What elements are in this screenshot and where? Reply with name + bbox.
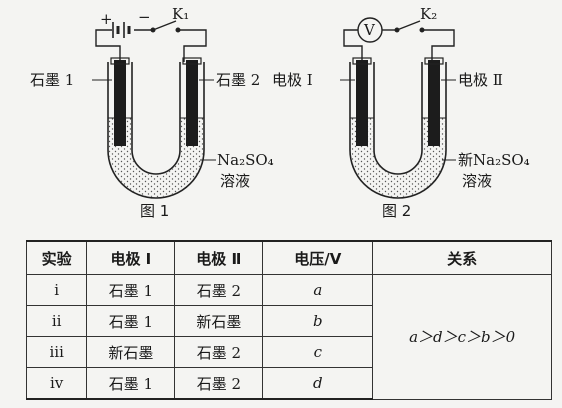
switch-k2-icon [394, 20, 425, 33]
solution-label-2a: 新Na₂SO₄ [458, 151, 530, 169]
cell-electrode-i: 石墨 1 [86, 274, 176, 306]
cell-voltage: d [262, 367, 374, 400]
switch-k1-icon [150, 20, 181, 33]
solution-label-1a: Na₂SO₄ [217, 151, 274, 169]
switch-k1-label: K₁ [172, 5, 189, 23]
graphite-electrode-1 [114, 60, 126, 146]
header-experiment: 实验 [25, 240, 88, 275]
relation-cell: a＞d＞c＞b＞0 [372, 274, 552, 400]
row-number: ⅲ [25, 336, 88, 368]
header-electrode-ii: 电极 Ⅱ [174, 240, 264, 275]
u-tube-1 [107, 62, 205, 199]
u-tube-2 [349, 62, 447, 199]
figure-1-caption: 图 1 [140, 202, 169, 220]
cell-electrode-i: 石墨 1 [86, 367, 176, 400]
table-header-row: 实验 电极 Ⅰ 电极 Ⅱ 电压/V 关系 [25, 240, 552, 275]
svg-text:V: V [363, 21, 376, 39]
apparatus-figures: + − K₁ 石墨 1 石墨 2 Na₂SO₄ 溶液 图 1 [30, 5, 530, 220]
cell-voltage: c [262, 336, 374, 368]
cell-electrode-i: 石墨 1 [86, 305, 176, 337]
table-row: ⅳ 石墨 1 石墨 2 d [25, 367, 552, 400]
left-electrode-label-1: 石墨 1 [30, 71, 74, 89]
battery-plus-sign: + [100, 10, 113, 28]
cell-voltage: a [262, 274, 374, 306]
table-row: ⅲ 新石墨 石墨 2 c [25, 336, 552, 368]
electrode-i [356, 60, 368, 146]
table-row: ⅱ 石墨 1 新石墨 b [25, 305, 552, 337]
header-electrode-i: 电极 Ⅰ [86, 240, 176, 275]
cell-voltage: b [262, 305, 374, 337]
right-electrode-label-2: 电极 Ⅱ [458, 71, 503, 89]
switch-k2-label: K₂ [420, 5, 437, 23]
graphite-electrode-2 [186, 60, 198, 146]
solution-label-1b: 溶液 [220, 172, 250, 190]
experiment-table: 实验 电极 Ⅰ 电极 Ⅱ 电压/V 关系 ⅰ 石墨 1 石墨 2 a a＞d＞c… [25, 240, 552, 400]
row-number: ⅱ [25, 305, 88, 337]
header-relation: 关系 [372, 240, 552, 275]
header-voltage: 电压/V [262, 240, 374, 275]
battery-icon [112, 22, 131, 38]
figure-2: V K₂ 电极 Ⅰ 电极 Ⅱ 新Na₂SO₄ 溶液 图 2 [272, 5, 530, 220]
circuit-wire-1 [95, 29, 207, 62]
figure-1: + − K₁ 石墨 1 石墨 2 Na₂SO₄ 溶液 图 1 [30, 5, 274, 220]
row-number: ⅳ [25, 367, 88, 400]
right-electrode-label-1: 石墨 2 [216, 71, 260, 89]
cell-electrode-ii: 石墨 2 [174, 336, 264, 368]
table-row: ⅰ 石墨 1 石墨 2 a a＞d＞c＞b＞0 [25, 274, 552, 400]
row-number: ⅰ [25, 274, 88, 306]
battery-minus-sign: − [138, 8, 151, 26]
cell-electrode-i: 新石墨 [86, 336, 176, 368]
left-electrode-label-2: 电极 Ⅰ [272, 71, 313, 89]
cell-electrode-ii: 石墨 2 [174, 274, 264, 306]
circuit-wire-2 [343, 29, 455, 62]
electrode-ii [428, 60, 440, 146]
voltmeter-icon: V [357, 17, 383, 43]
solution-label-2b: 溶液 [462, 172, 492, 190]
cell-electrode-ii: 石墨 2 [174, 367, 264, 400]
cell-electrode-ii: 新石墨 [174, 305, 264, 337]
figure-2-caption: 图 2 [382, 202, 411, 220]
